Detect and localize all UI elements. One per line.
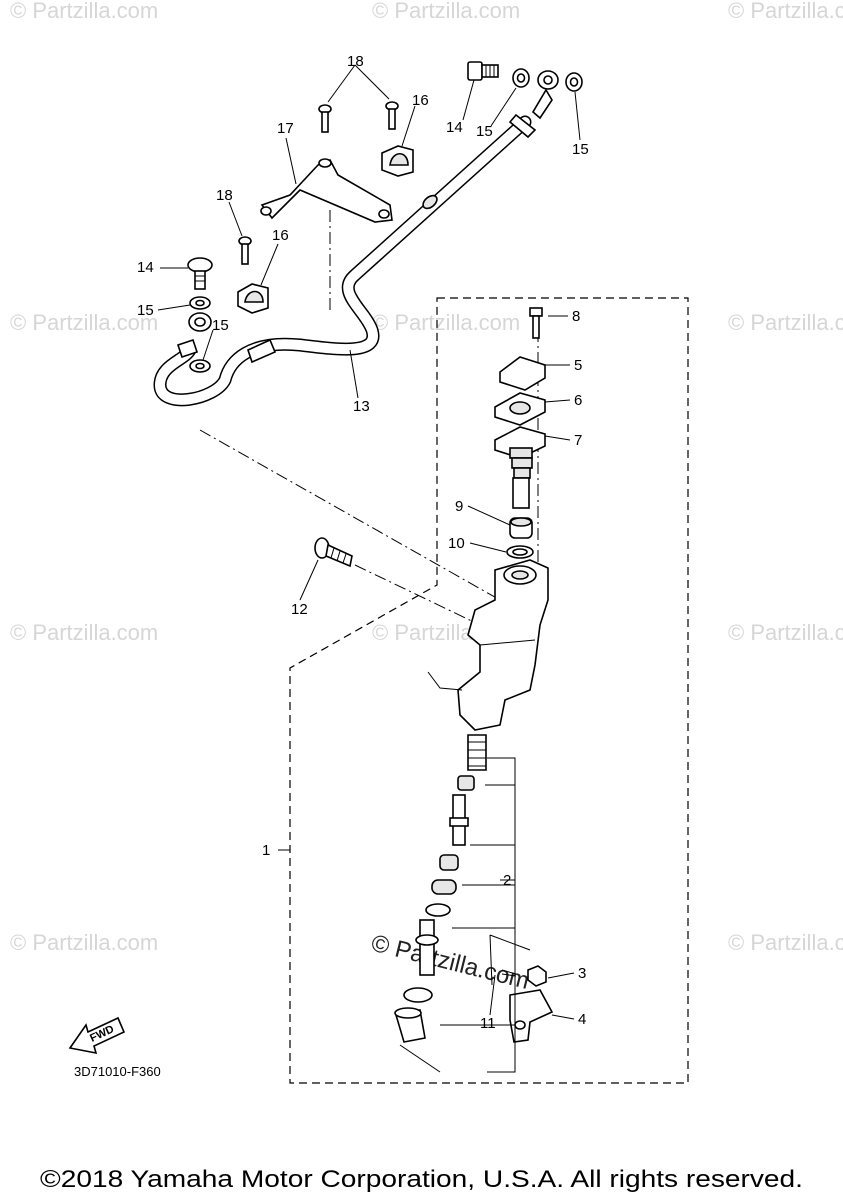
- callout-1: 1: [262, 842, 270, 859]
- union-bolt-left[interactable]: [187, 257, 213, 290]
- callout-15: 15: [137, 302, 154, 319]
- diaphragm-plate[interactable]: [494, 392, 546, 426]
- callout-15: 15: [476, 123, 493, 140]
- assembly-boundary: [289, 297, 689, 1084]
- hose-holder[interactable]: [237, 283, 269, 314]
- watermark: © Partzilla.com: [372, 310, 520, 335]
- callout-6: 6: [574, 392, 582, 409]
- callout-18: 18: [216, 187, 233, 204]
- callout-17: 17: [277, 120, 294, 137]
- watermark: © Partzilla.com: [728, 620, 843, 645]
- screw[interactable]: [238, 236, 252, 265]
- callout-9: 9: [455, 498, 463, 515]
- washer[interactable]: [189, 359, 211, 373]
- callout-7: 7: [574, 432, 582, 449]
- callout-15: 15: [212, 317, 229, 334]
- watermark: © Partzilla.com: [10, 310, 158, 335]
- watermark: © Partzilla.com: [728, 930, 843, 955]
- watermark: © Partzilla.com: [372, 0, 520, 23]
- callout-3: 3: [578, 965, 586, 982]
- brake-hose[interactable]: [153, 70, 559, 407]
- watermark: © Partzilla.com: [10, 930, 158, 955]
- watermark: © Partzilla.com: [728, 310, 843, 335]
- diaphragm[interactable]: [494, 426, 546, 509]
- screw[interactable]: [385, 101, 399, 130]
- callout-8: 8: [572, 308, 580, 325]
- circlip[interactable]: [506, 545, 534, 559]
- hose-to-cylinder-line: [199, 429, 501, 601]
- mounting-bolt[interactable]: [314, 537, 353, 568]
- washer[interactable]: [425, 903, 451, 917]
- callout-labels: 18 16 17 14 15 15 18 16 14 15 15 13 8 5 …: [137, 53, 589, 1032]
- callout-15: 15: [572, 141, 589, 158]
- master-cylinder-body[interactable]: [457, 559, 549, 731]
- callout-14: 14: [446, 119, 463, 136]
- callout-10: 10: [448, 535, 465, 552]
- reservoir-cap[interactable]: [499, 356, 546, 391]
- diagram-code: 3D71010-F360: [74, 1064, 161, 1079]
- boot[interactable]: [394, 1007, 426, 1043]
- hose-holder[interactable]: [381, 145, 414, 177]
- fwd-arrow-icon: FWD: [68, 1016, 126, 1055]
- callout-12: 12: [291, 601, 308, 618]
- callout-16: 16: [412, 92, 429, 109]
- union-bolt-top[interactable]: [467, 61, 499, 81]
- piston[interactable]: [449, 794, 469, 846]
- clevis[interactable]: [509, 989, 554, 1043]
- washer[interactable]: [512, 68, 530, 88]
- callout-2: 2: [503, 872, 511, 889]
- cup[interactable]: [439, 854, 459, 871]
- callout-11: 11: [480, 1015, 496, 1032]
- watermark: © Partzilla.com: [10, 0, 158, 23]
- cup[interactable]: [457, 775, 475, 791]
- leader-lines: [157, 64, 581, 1073]
- cap-bolt[interactable]: [529, 307, 543, 339]
- callout-4: 4: [578, 1011, 586, 1028]
- hose-bracket[interactable]: [260, 158, 393, 223]
- callout-18: 18: [347, 53, 364, 70]
- bolt-to-cylinder-line: [354, 564, 481, 626]
- push-rod[interactable]: [415, 919, 439, 976]
- watermark-layer: © Partzilla.com © Partzilla.com © Partzi…: [10, 0, 843, 995]
- cotter-pin[interactable]: [501, 969, 517, 977]
- screw[interactable]: [318, 104, 332, 133]
- copyright-footer: ©2018 Yamaha Motor Corporation, U.S.A. A…: [40, 1166, 803, 1193]
- callout-5: 5: [574, 357, 582, 374]
- watermark: © Partzilla.com: [10, 620, 158, 645]
- nut[interactable]: [527, 965, 547, 987]
- callout-14: 14: [137, 259, 154, 276]
- spring[interactable]: [467, 734, 487, 771]
- watermark: © Partzilla.com: [728, 0, 843, 23]
- callout-16: 16: [272, 227, 289, 244]
- washer[interactable]: [189, 296, 211, 310]
- circlip[interactable]: [403, 987, 433, 1003]
- watermark-center: © Partzilla.com: [369, 930, 532, 995]
- seal[interactable]: [431, 879, 457, 895]
- grommet[interactable]: [509, 517, 533, 539]
- callout-13: 13: [353, 398, 370, 415]
- washer[interactable]: [565, 72, 583, 92]
